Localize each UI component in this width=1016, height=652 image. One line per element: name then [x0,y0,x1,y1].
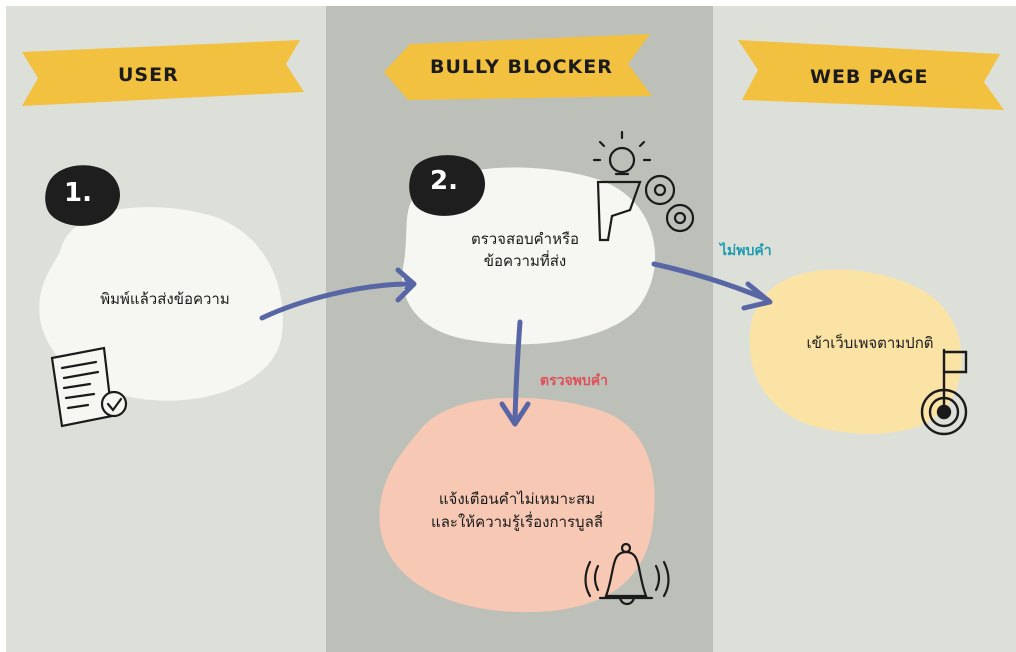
warning-text-line1: แจ้งเตือนคำไม่เหมาะสม [438,490,596,508]
step2-text-line2: ข้อความที่ส่ง [483,252,567,270]
step1-number: 1. [64,178,92,208]
bell-ringing-icon [584,542,670,606]
step1-text: พิมพ์แล้วส่งข้อความ [100,290,230,308]
step1-badge [45,165,120,226]
warning-text-line2: และให้ความรู้เรื่องการบูลลี่ [431,513,603,531]
bully-blocker-title: BULLY BLOCKER [430,56,613,78]
arrow-step1-to-step2 [259,284,410,321]
web-text: เข้าเว็บเพจตามปกติ [806,334,934,352]
step2-text-line1: ตรวจสอบคำหรือ [470,230,580,248]
step2-number: 2. [430,166,458,196]
user-title: USER [118,64,179,86]
warning-blob [379,397,655,613]
web-blob [749,269,962,434]
web-page-title: WEB PAGE [810,66,929,88]
found-label: ตรวจพบคำ [540,373,609,389]
target-flag-icon [920,348,968,436]
web-page-banner [738,40,1004,110]
user-banner [22,40,304,106]
document-check-icon [50,346,128,428]
arrow-step2-to-web [651,261,771,303]
arrow-step2-to-warning [512,319,523,423]
not-found-label: ไม่พบคำ [720,243,772,259]
bully-blocker-banner [384,34,652,100]
step2-badge [409,155,486,216]
lightbulb-gears-icon [592,130,695,242]
